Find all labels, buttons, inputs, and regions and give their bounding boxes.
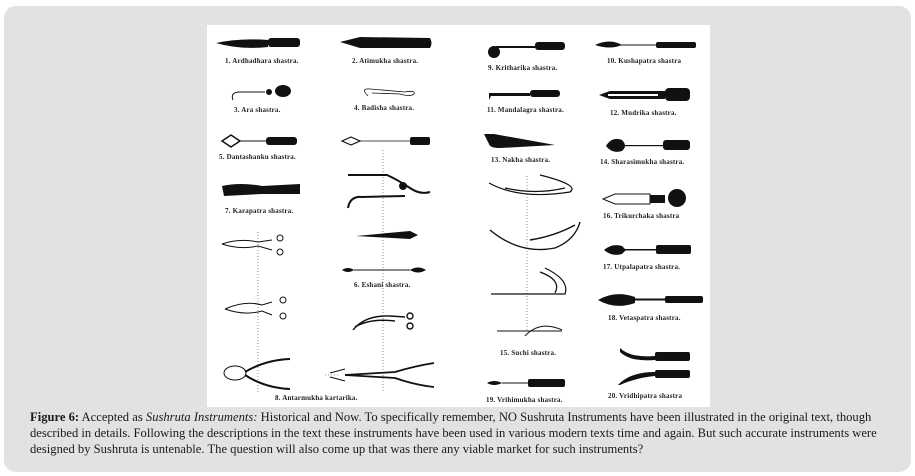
instrument-label-9: 9. Kritharika shastra. <box>488 64 558 72</box>
instrument-label-18: 18. Vetaspatra shastra. <box>608 314 681 322</box>
suchi-needle-drawing <box>491 267 567 295</box>
instrument-label-1: 1. Ardhadhara shastra. <box>225 57 299 65</box>
instrument-label-15: 15. Suchi shastra. <box>500 349 557 357</box>
antarmukha-kartarika-drawing <box>223 358 291 390</box>
eshani-shastra-drawing <box>342 267 426 273</box>
vridhipatra-lower-drawing <box>618 370 690 385</box>
dantashanku-variant-drawing <box>340 136 430 146</box>
dantashanku-shastra-drawing <box>220 134 297 148</box>
ardhadhara-shastra-drawing <box>216 38 300 48</box>
suchi-shastra-drawing <box>497 325 563 337</box>
caption-lead: Accepted as <box>79 410 146 424</box>
instrument-label-2: 2. Atimukha shastra. <box>352 57 419 65</box>
figure-caption: Figure 6: Accepted as Sushruta Instrumen… <box>30 409 892 457</box>
atimukha-shastra-drawing <box>340 37 432 48</box>
instrument-label-5: 5. Dantashanku shastra. <box>219 153 296 161</box>
instrument-label-4: 4. Badisha shastra. <box>354 104 415 112</box>
instrument-label-11: 11. Mandalagra shastra. <box>487 106 564 114</box>
vetaspatra-shastra-drawing <box>598 294 703 306</box>
caption-text: Historical and Now. To specifically reme… <box>30 410 877 456</box>
instrument-label-7: 7. Karapatra shastra. <box>225 207 294 215</box>
curved-scissors-drawing <box>352 312 414 331</box>
mandalagra-shastra-drawing <box>489 90 560 100</box>
nakha-shastra-drawing <box>484 134 555 148</box>
instrument-label-13: 13. Nakha shastra. <box>491 156 551 164</box>
vrihimukha-shastra-drawing <box>487 379 565 387</box>
ara-shastra-drawing <box>231 85 291 101</box>
instrument-label-8: 8. Antarmukha kartarika. <box>275 394 358 402</box>
kushapatra-shastra-drawing <box>595 41 696 48</box>
dart-blade-drawing <box>356 231 418 239</box>
instrument-label-20: 20. Vridhipatra shastra <box>608 392 683 400</box>
scissors-drawing <box>221 234 284 256</box>
karapatra-shastra-drawing <box>222 184 300 196</box>
badisha-shastra-drawing <box>364 88 415 97</box>
instrument-label-19: 19. Vrihimukha shastra. <box>486 396 563 404</box>
dotted-guides <box>257 150 528 392</box>
kritharika-shastra-drawing <box>488 42 565 58</box>
instrument-label-12: 12. Mudrika shastra. <box>610 109 677 117</box>
caption-label: Figure 6: <box>30 410 80 424</box>
trikurchaka-shastra-drawing <box>601 189 686 207</box>
caption-italic-title: Sushruta Instruments: <box>145 410 258 424</box>
antarmukha-kartarika-open-drawing <box>325 362 435 388</box>
mudrika-shastra-drawing <box>599 88 690 101</box>
curved-needle-large-drawing <box>489 221 581 251</box>
instrument-label-14: 14. Sharasimukha shastra. <box>600 158 685 166</box>
instrument-label-17: 17. Utpalapatra shastra. <box>603 263 681 271</box>
pliers-drawing <box>347 174 431 209</box>
instrument-illustration-panel <box>207 25 710 407</box>
sharasimukha-shastra-drawing <box>606 138 690 152</box>
curved-needle-drawing <box>488 174 573 196</box>
instrument-label-6: 6. Eshani shastra. <box>354 281 411 289</box>
instrument-label-10: 10. Kushapatra shastra <box>607 57 682 65</box>
vridhipatra-upper-drawing <box>620 348 690 361</box>
instrument-label-3: 3. Ara shastra. <box>234 106 281 114</box>
instrument-label-16: 16. Trikurchaka shastra <box>603 212 680 220</box>
scissors-open-drawing <box>224 296 287 320</box>
utpalapatra-shastra-drawing <box>604 245 691 255</box>
